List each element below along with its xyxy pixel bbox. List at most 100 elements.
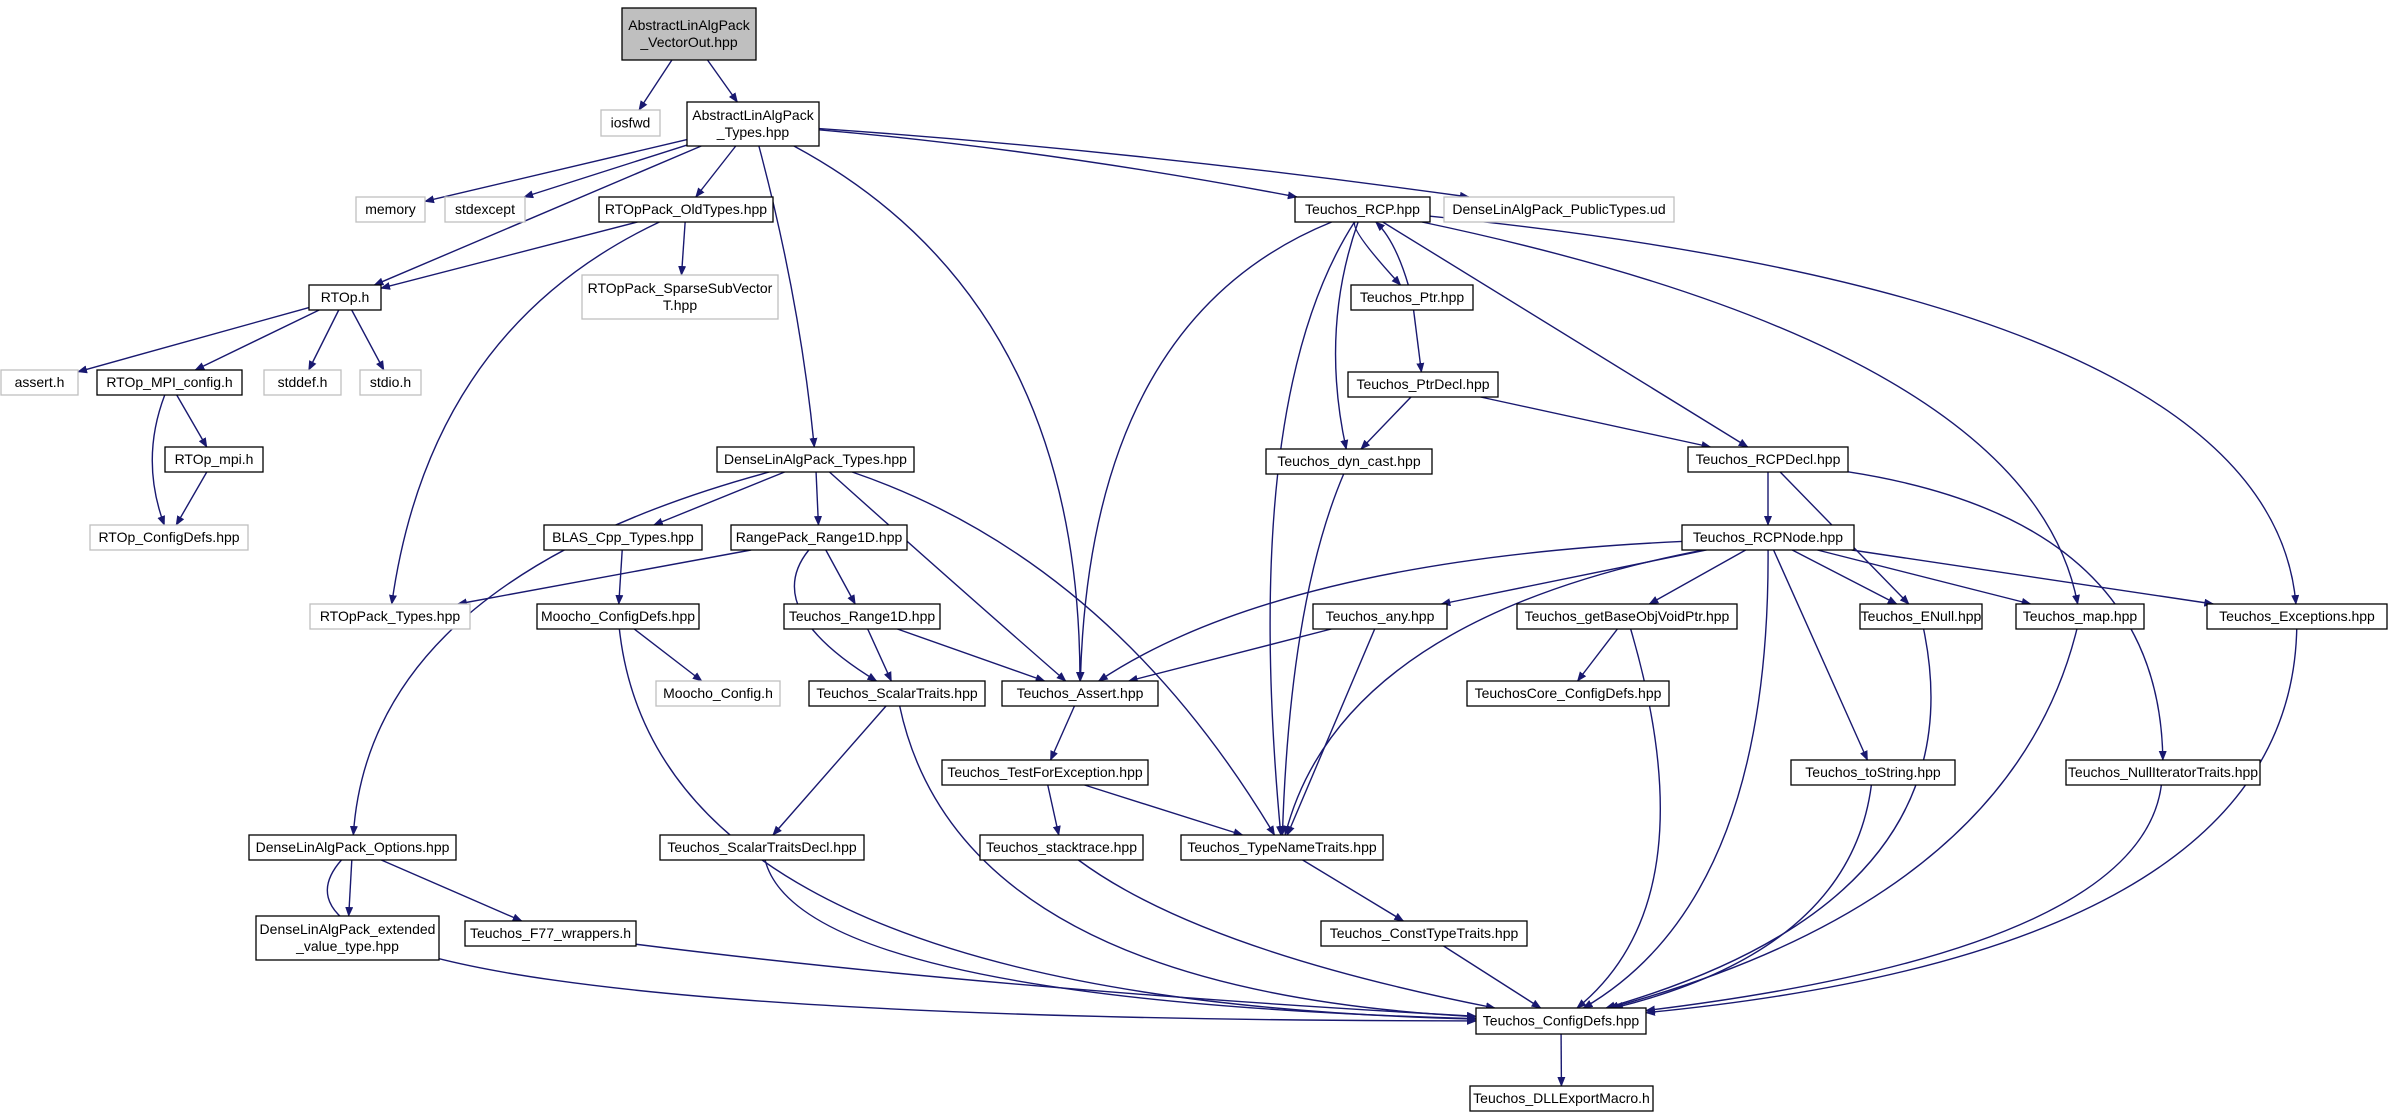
node-box bbox=[536, 603, 700, 630]
node-box bbox=[1687, 446, 1849, 473]
edge-teuchos_rcp-to-teuchos_rcpdecl bbox=[1382, 221, 1749, 448]
node-root[interactable]: AbstractLinAlgPack_VectorOut.hpp bbox=[621, 7, 757, 61]
node-teuchos-rcpnode[interactable]: Teuchos_RCPNode.hpp bbox=[1681, 524, 1855, 551]
node-teuchos-range1d[interactable]: Teuchos_Range1D.hpp bbox=[783, 603, 941, 630]
edge-teuchos_rcp-to-teuchos_assert bbox=[1076, 221, 1332, 682]
node-rtop-h[interactable]: RTOp.h bbox=[308, 284, 382, 311]
node-teuchos-consttypetraits[interactable]: Teuchos_ConstTypeTraits.hpp bbox=[1320, 920, 1528, 947]
edge-rtop_mpi_config-to-rtop_mpi_h bbox=[176, 394, 208, 448]
edge-teuchos_enull-to-teuchos_configdefs bbox=[1605, 628, 1932, 1010]
node-box bbox=[1312, 603, 1448, 630]
node-teuchos-dyn-cast[interactable]: Teuchos_dyn_cast.hpp bbox=[1265, 448, 1433, 475]
node-teuchos-tostring[interactable]: Teuchos_toString.hpp bbox=[1790, 759, 1956, 786]
edge-dlap_types-to-teuchos_typenametraits bbox=[851, 471, 1276, 836]
node-label: assert.h bbox=[15, 374, 65, 390]
edge-teuchos_ptr-to-teuchos_rcp bbox=[1375, 221, 1409, 286]
node-teuchos-typenametraits[interactable]: Teuchos_TypeNameTraits.hpp bbox=[1180, 834, 1384, 861]
node-rtop-mpi-h[interactable]: RTOp_mpi.h bbox=[164, 446, 264, 473]
node-box bbox=[1180, 834, 1384, 861]
node-blas-cpp-types[interactable]: BLAS_Cpp_Types.hpp bbox=[543, 524, 703, 551]
node-stdio-h: stdio.h bbox=[359, 369, 422, 396]
node-label: stddef.h bbox=[278, 374, 328, 390]
node-teuchos-assert[interactable]: Teuchos_Assert.hpp bbox=[1001, 680, 1159, 707]
edge-dlap_types-to-blas_cpp_types bbox=[652, 471, 785, 526]
node-rangepack[interactable]: RangePack_Range1D.hpp bbox=[730, 524, 908, 551]
node-box bbox=[1443, 196, 1675, 223]
node-label: AbstractLinAlgPack bbox=[628, 17, 750, 33]
node-teuchos-getbase[interactable]: Teuchos_getBaseObjVoidPtr.hpp bbox=[1516, 603, 1738, 630]
edge-alap_types-to-dlap_publictypes bbox=[818, 127, 1470, 200]
node-label: Teuchos_ConfigDefs.hpp bbox=[1483, 1013, 1640, 1029]
node-box bbox=[1001, 680, 1159, 707]
node-box bbox=[308, 284, 382, 311]
node-teuchos-any[interactable]: Teuchos_any.hpp bbox=[1312, 603, 1448, 630]
node-label: Teuchos_dyn_cast.hpp bbox=[1277, 453, 1420, 469]
node-teuchos-enull[interactable]: Teuchos_ENull.hpp bbox=[1859, 603, 1983, 630]
node-label: stdio.h bbox=[370, 374, 411, 390]
node-memory: memory bbox=[355, 196, 426, 223]
node-label: Teuchos_ENull.hpp bbox=[1861, 608, 1982, 624]
node-label: Teuchos_any.hpp bbox=[1326, 608, 1435, 624]
node-rtoppack-oldtypes[interactable]: RTOpPack_OldTypes.hpp bbox=[598, 196, 774, 223]
edge-teuchos_testforexception-to-teuchos_typenametraits bbox=[1084, 784, 1244, 837]
node-teuchos-nulliter[interactable]: Teuchos_NullIteratorTraits.hpp bbox=[2065, 759, 2261, 786]
node-teuchos-map[interactable]: Teuchos_map.hpp bbox=[2015, 603, 2145, 630]
node-label: iosfwd bbox=[611, 115, 651, 131]
node-box bbox=[716, 446, 915, 473]
edge-rtop_mpi_h-to-rtop_configdefs bbox=[175, 471, 208, 526]
edge-rangepack-to-rtoppack_types bbox=[456, 549, 752, 607]
edge-rtoppack_oldtypes-to-rtoppack_types bbox=[389, 221, 660, 605]
node-label: RTOpPack_Types.hpp bbox=[320, 608, 461, 624]
node-teuchoscore-configdefs[interactable]: TeuchosCore_ConfigDefs.hpp bbox=[1466, 680, 1670, 707]
node-box bbox=[355, 196, 426, 223]
node-dlap-options[interactable]: DenseLinAlgPack_Options.hpp bbox=[248, 834, 457, 861]
node-label: RTOpPack_OldTypes.hpp bbox=[605, 201, 767, 217]
node-teuchos-stacktrace[interactable]: Teuchos_stacktrace.hpp bbox=[979, 834, 1144, 861]
edge-teuchos_scalartraits-to-teuchos_configdefs bbox=[898, 705, 1477, 1021]
node-alap-types[interactable]: AbstractLinAlgPack_Types.hpp bbox=[686, 101, 820, 147]
edge-teuchos_rcp-to-teuchos_typenametraits bbox=[1269, 221, 1356, 836]
node-box bbox=[89, 524, 249, 551]
node-label: RTOp_ConfigDefs.hpp bbox=[98, 529, 239, 545]
edge-alap_types-to-memory bbox=[424, 138, 688, 204]
node-teuchos-rcp[interactable]: Teuchos_RCP.hpp bbox=[1294, 196, 1431, 223]
node-teuchos-exceptions[interactable]: Teuchos_Exceptions.hpp bbox=[2206, 603, 2388, 630]
node-teuchos-ptrdecl[interactable]: Teuchos_PtrDecl.hpp bbox=[1347, 371, 1499, 398]
node-teuchos-scalartraitsdecl[interactable]: Teuchos_ScalarTraitsDecl.hpp bbox=[659, 834, 865, 861]
node-label: DenseLinAlgPack_Options.hpp bbox=[256, 839, 450, 855]
node-rtop-mpi-config[interactable]: RTOp_MPI_config.h bbox=[96, 369, 243, 396]
edge-teuchos_consttypetraits-to-teuchos_configdefs bbox=[1443, 945, 1542, 1009]
node-teuchos-ptr[interactable]: Teuchos_Ptr.hpp bbox=[1350, 284, 1474, 311]
node-box bbox=[2015, 603, 2145, 630]
node-box bbox=[309, 603, 471, 630]
node-label: RTOp.h bbox=[321, 289, 370, 305]
node-box bbox=[659, 834, 865, 861]
node-label: RTOp_mpi.h bbox=[175, 451, 254, 467]
node-teuchos-dllexport[interactable]: Teuchos_DLLExportMacro.h bbox=[1469, 1085, 1654, 1112]
node-box bbox=[808, 680, 986, 707]
edge-teuchos_rcp-to-teuchos_ptr bbox=[1353, 221, 1402, 286]
node-dlap-extended[interactable]: DenseLinAlgPack_extended_value_type.hpp bbox=[255, 915, 440, 961]
node-box bbox=[581, 274, 779, 320]
node-teuchos-scalartraits[interactable]: Teuchos_ScalarTraits.hpp bbox=[808, 680, 986, 707]
node-teuchos-f77[interactable]: Teuchos_F77_wrappers.h bbox=[464, 920, 637, 947]
edge-teuchos_rcpnode-to-teuchos_getbase bbox=[1648, 549, 1747, 605]
node-dlap-types[interactable]: DenseLinAlgPack_Types.hpp bbox=[716, 446, 915, 473]
node-label: RTOpPack_SparseSubVector bbox=[588, 280, 773, 296]
node-box bbox=[248, 834, 457, 861]
node-rtop-configdefs: RTOp_ConfigDefs.hpp bbox=[89, 524, 249, 551]
node-iosfwd: iosfwd bbox=[600, 109, 661, 137]
node-moocho-configdefs[interactable]: Moocho_ConfigDefs.hpp bbox=[536, 603, 700, 630]
node-teuchos-testforexception[interactable]: Teuchos_TestForException.hpp bbox=[941, 759, 1149, 786]
node-label: Teuchos_ScalarTraits.hpp bbox=[816, 685, 978, 701]
node-box bbox=[979, 834, 1144, 861]
node-box bbox=[464, 920, 637, 947]
node-label: _Types.hpp bbox=[716, 124, 790, 140]
node-teuchos-rcpdecl[interactable]: Teuchos_RCPDecl.hpp bbox=[1687, 446, 1849, 473]
node-box bbox=[1347, 371, 1499, 398]
edge-alap_types-to-rtop_h bbox=[373, 145, 702, 286]
edge-alap_types-to-teuchos_assert bbox=[793, 145, 1084, 682]
node-teuchos-configdefs[interactable]: Teuchos_ConfigDefs.hpp bbox=[1475, 1007, 1647, 1035]
edge-rangepack-to-teuchos_range1d bbox=[825, 549, 856, 605]
